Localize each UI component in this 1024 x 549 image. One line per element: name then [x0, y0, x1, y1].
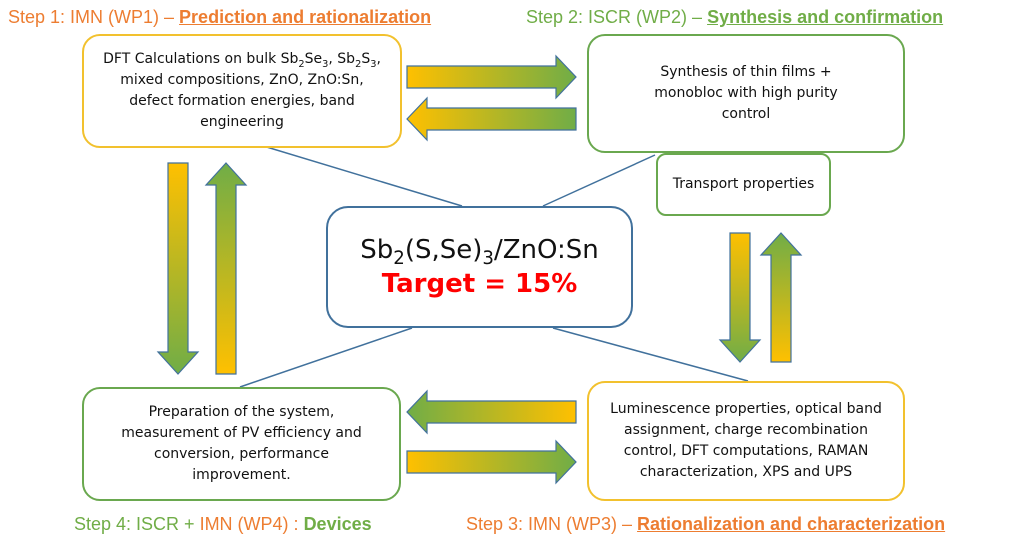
formula-sub-1: 2: [393, 248, 405, 270]
arrow-left-icon: [406, 96, 577, 142]
step3-title: Step 3: IMN (WP3) – Rationalization and …: [466, 513, 945, 535]
step2-subtitle: Synthesis and confirmation: [707, 7, 944, 27]
arrow-down-icon: [718, 232, 762, 363]
transport-properties-text: Transport properties: [672, 176, 815, 192]
dft-text-e: ,: [376, 51, 381, 67]
dft-sub-2: 3: [322, 58, 329, 70]
target-center-box: Sb2(S,Se)3/ZnO:Sn Target = 15%: [326, 206, 633, 328]
dft-sub-4: 3: [370, 58, 377, 70]
step4-prefix-b: IMN (WP4) :: [199, 514, 304, 534]
step4-subtitle: Devices: [303, 514, 372, 534]
dft-calculations-box: DFT Calculations on bulk Sb2Se3, Sb2S3, …: [82, 34, 402, 148]
step4-title: Step 4: ISCR + IMN (WP4) : Devices: [74, 513, 372, 535]
arrow-left-icon: [406, 389, 577, 435]
dft-text-c: , Sb: [328, 51, 356, 67]
synthesis-box: Synthesis of thin films + monobloc with …: [587, 34, 905, 153]
arrow-down-icon: [156, 162, 200, 375]
efficiency-target: Target = 15%: [381, 269, 578, 299]
dft-text-d: S: [361, 51, 371, 67]
formula-sub-2: 3: [482, 248, 494, 270]
arrow-right-icon: [406, 439, 577, 485]
luminescence-text: Luminescence properties, optical band as…: [610, 401, 882, 480]
preparation-box: Preparation of the system, measurement o…: [82, 387, 401, 501]
step1-subtitle: Prediction and rationalization: [179, 7, 432, 27]
dft-text-a: DFT Calculations on bulk Sb: [103, 51, 299, 67]
formula-a: Sb: [360, 235, 394, 265]
arrow-up-icon: [204, 162, 248, 375]
link-synthesis-center: [542, 154, 656, 207]
link-center-luminescence: [552, 327, 749, 382]
dft-sub-3: 2: [355, 58, 362, 70]
step1-title: Step 1: IMN (WP1) – Prediction and ratio…: [8, 6, 431, 28]
arrow-right-icon: [406, 54, 577, 100]
material-formula: Sb2(S,Se)3/ZnO:Sn: [360, 233, 599, 270]
preparation-text: Preparation of the system, measurement o…: [121, 404, 362, 483]
step4-prefix-a: Step 4: ISCR +: [74, 514, 200, 534]
arrow-up-icon: [759, 232, 803, 363]
step3-subtitle: Rationalization and characterization: [637, 514, 946, 534]
dft-text-b: Se: [304, 51, 323, 67]
dft-text-rest: mixed compositions, ZnO, ZnO:Sn, defect …: [120, 72, 364, 130]
dft-calculations-text: DFT Calculations on bulk Sb2Se3, Sb2S3, …: [96, 49, 388, 133]
dft-sub-1: 2: [298, 58, 305, 70]
formula-c: /ZnO:Sn: [493, 235, 599, 265]
step2-prefix: Step 2: ISCR (WP2) –: [526, 7, 708, 27]
step1-prefix: Step 1: IMN (WP1) –: [8, 7, 180, 27]
link-center-preparation: [239, 327, 413, 388]
formula-b: (S,Se): [404, 235, 483, 265]
step3-prefix: Step 3: IMN (WP3) –: [466, 514, 638, 534]
step2-title: Step 2: ISCR (WP2) – Synthesis and confi…: [526, 6, 943, 28]
synthesis-text: Synthesis of thin films + monobloc with …: [654, 64, 838, 122]
link-dft-center: [249, 141, 463, 207]
luminescence-box: Luminescence properties, optical band as…: [587, 381, 905, 501]
transport-properties-box: Transport properties: [656, 153, 831, 216]
